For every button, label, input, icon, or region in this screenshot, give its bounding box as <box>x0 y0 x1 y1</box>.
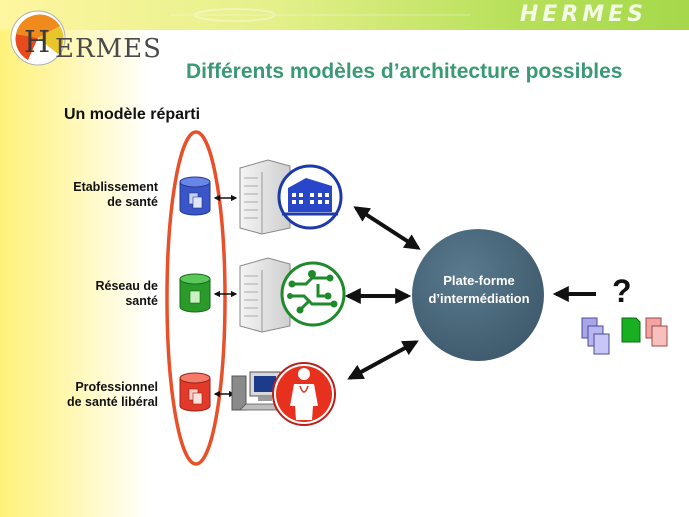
svg-text:H: H <box>24 25 50 60</box>
hermes-logo: H ERMES <box>8 4 168 70</box>
documents-icon-group <box>581 317 668 355</box>
hospital-building-icon <box>277 164 343 230</box>
logo-text: ERMES <box>55 34 162 64</box>
slide-subtitle: Un modèle réparti <box>64 106 201 123</box>
arrow-professionnel-platform <box>347 340 419 380</box>
background-gradient <box>0 0 150 517</box>
platform-label: Plate-forme d’intermédiation <box>428 273 530 306</box>
row-label-professionnel: Professionnel de santé libéral <box>66 380 158 409</box>
database-icon-professionnel <box>179 372 211 412</box>
server-icon-2 <box>239 257 291 333</box>
doctor-icon <box>272 362 336 426</box>
unknown-question-mark: ? <box>612 273 632 309</box>
row-label-etablissement: Etablissement de santé <box>73 180 158 209</box>
top-banner: HERMES <box>0 0 689 30</box>
banner-swoosh <box>170 8 470 22</box>
logo-globe-icon: H <box>10 10 66 66</box>
database-icon-etablissement <box>179 176 211 216</box>
platform-circle <box>412 229 544 361</box>
slide-title: Différents modèles d’architecture possib… <box>186 60 623 83</box>
network-circuit-icon <box>280 261 346 327</box>
row-label-reseau: Réseau de santé <box>95 279 158 308</box>
highlight-ellipse <box>165 130 227 466</box>
server-icon-1 <box>239 159 291 235</box>
database-icon-reseau <box>179 273 211 313</box>
brand-name: HERMES <box>519 2 647 27</box>
arrow-etablissement-platform <box>353 206 421 250</box>
